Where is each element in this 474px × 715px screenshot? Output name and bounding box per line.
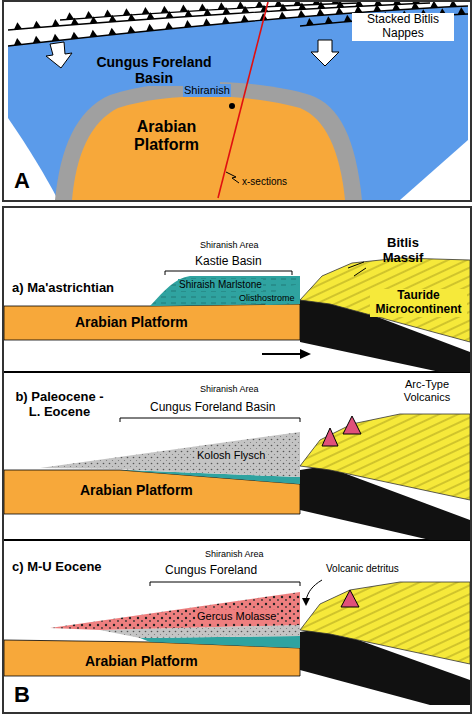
thrust-tooth	[165, 22, 173, 29]
unit-label: Olisthostrome	[238, 293, 296, 303]
thrust-tooth	[313, 0, 321, 5]
thrust-tooth	[374, 0, 382, 6]
thrust-tooth	[294, 0, 302, 6]
thrust-tooth	[184, 20, 192, 27]
section-panel: Ba) Ma'astrichtianShiranish AreaKastie B…	[4, 208, 470, 712]
thrust-tooth	[71, 32, 79, 39]
thrust-tooth	[66, 12, 74, 19]
thrust-tooth	[203, 18, 211, 25]
region-label: Arabian Platform	[80, 482, 193, 498]
place-label: Shiranish	[183, 84, 231, 97]
thrust-tooth	[14, 38, 22, 45]
thrust-tooth	[298, 10, 306, 17]
thrust-tooth	[14, 22, 22, 29]
thrust-tooth	[33, 21, 41, 28]
thrust-tooth	[449, 0, 457, 7]
thrust-tooth	[412, 0, 420, 4]
volcanic-label: Volcanic detritus	[325, 563, 400, 575]
note-label: x-sections	[242, 176, 287, 188]
stage-label: b) Paleocene -L. Eocene	[12, 390, 107, 420]
stage-label: c) M-U Eocene	[12, 560, 102, 575]
region-label: Cungus Foreland Basin	[88, 54, 220, 86]
unit-label: Shiraish Marlstone	[178, 279, 263, 291]
thrust-tooth	[161, 6, 169, 13]
unit-label: Kolosh Flysch	[196, 449, 266, 462]
region-label: Arabian Platform	[118, 118, 215, 155]
thrust-tooth	[142, 7, 150, 14]
thrust-tooth	[33, 36, 41, 43]
place-label: Shiranish Area	[200, 240, 259, 250]
thrust-tooth	[241, 15, 249, 22]
unit-label: Gercus Molasse	[196, 610, 277, 623]
basin-label: Cungus Foreland Basin	[150, 401, 275, 415]
thrust-tooth	[393, 0, 401, 5]
thrust-tooth	[127, 26, 135, 33]
map-panel: A Stacked Bitlis NappesCungus Foreland Ba…	[4, 2, 470, 200]
thrust-tooth	[275, 0, 283, 6]
section-stage: a) Ma'astrichtian Shiranish AreaKastie Ba…	[4, 208, 470, 372]
thrust-tooth	[279, 11, 287, 18]
stage-label: a) Ma'astrichtian	[12, 281, 114, 296]
thrust-tooth	[222, 17, 230, 24]
thrust-tooth	[180, 5, 188, 12]
thrust-tooth	[332, 0, 340, 4]
thrust-tooth	[104, 10, 112, 17]
thrust-tooth	[90, 30, 98, 37]
thrust-tooth	[237, 1, 245, 8]
thrust-tooth	[52, 34, 60, 41]
thrust-tooth	[317, 8, 325, 15]
thrust-tooth	[85, 11, 93, 18]
thrust-tooth	[325, 16, 333, 23]
thrust-tooth	[430, 1, 438, 8]
panel-letter: B	[14, 682, 30, 707]
basin-label: Kastie Basin	[195, 255, 262, 269]
section-stage: b) Paleocene -L. Eocene Shiranish AreaCun…	[4, 372, 470, 540]
thrust-tooth	[146, 24, 154, 31]
panel-letter: A	[14, 168, 30, 193]
thrust-tooth	[458, 7, 466, 14]
thrust-tooth	[344, 15, 352, 22]
thrust-tooth	[306, 18, 314, 25]
region-label: Arabian Platform	[75, 314, 188, 330]
place-label: Shiranish Area	[205, 549, 264, 559]
thrust-tooth	[256, 0, 264, 7]
thrust-tooth	[108, 28, 116, 35]
thrust-tooth	[218, 2, 226, 9]
massif-label: Bitlis Massif	[368, 236, 438, 266]
region-label: Arabian Platform	[85, 653, 198, 669]
region-label: Stacked Bitlis Nappes	[352, 13, 454, 41]
thrust-tooth	[52, 19, 60, 26]
basin-label: Cungus Foreland	[165, 564, 257, 578]
thrust-tooth	[199, 3, 207, 10]
region-label: Tauride Microcontinent	[370, 289, 467, 317]
section-stage: c) M-U Eocene Shiranish AreaCungus Forela…	[4, 540, 470, 712]
volcanic-label: Arc-Type Volcanics	[392, 378, 462, 403]
place-label: Shiranish Area	[200, 384, 259, 394]
thrust-tooth	[123, 8, 131, 15]
